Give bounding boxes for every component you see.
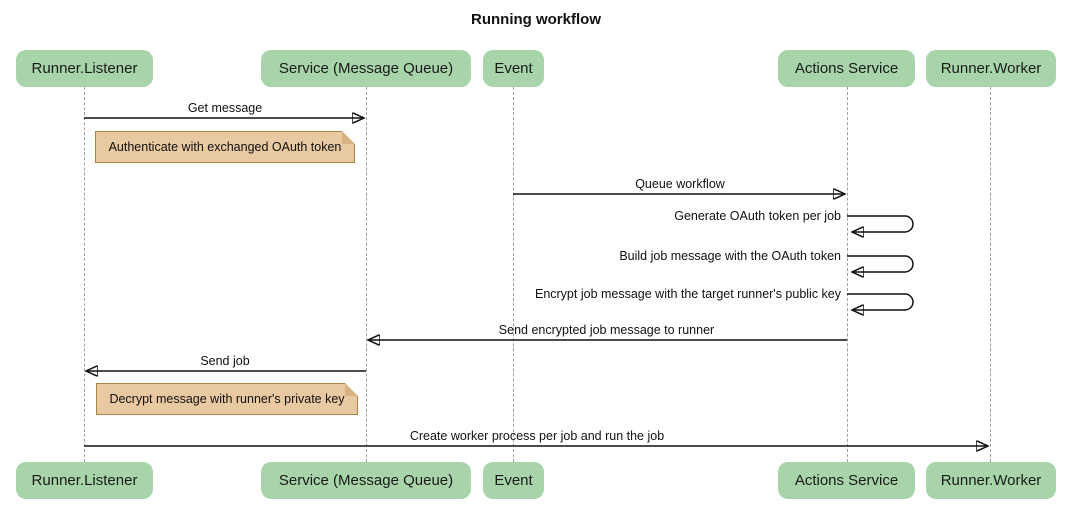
- message-label-generate-oauth-token: Generate OAuth token per job: [674, 209, 841, 223]
- message-label-send-job: Send job: [200, 354, 250, 368]
- note-decrypt-message: Decrypt message with runner's private ke…: [96, 383, 358, 415]
- actor-service-message-queue-top: Service (Message Queue): [261, 50, 471, 87]
- message-label-encrypt-job-message: Encrypt job message with the target runn…: [534, 287, 841, 301]
- message-label-create-worker-process: Create worker process per job and run th…: [409, 429, 665, 443]
- arrow-encrypt-job-message-self-loop: [847, 293, 914, 310]
- message-label-build-job-message: Build job message with the OAuth token: [619, 249, 841, 263]
- diagram-title: Running workflow: [471, 11, 601, 28]
- lifeline-runner-worker: [990, 87, 991, 462]
- note-decrypt-message-text: Decrypt message with runner's private ke…: [109, 392, 345, 406]
- arrow-build-job-message-self-loop: [847, 255, 914, 272]
- actor-runner-worker-top: Runner.Worker: [926, 50, 1056, 87]
- arrow-generate-oauth-token-self-loop: [847, 215, 914, 232]
- actor-event-bottom: Event: [483, 462, 544, 499]
- message-label-get-message: Get message: [187, 101, 263, 115]
- actor-actions-service-bottom: Actions Service: [778, 462, 915, 499]
- note-fold-corner-icon: [345, 383, 358, 396]
- note-fold-corner-icon: [342, 131, 355, 144]
- lifeline-actions-service: [847, 87, 848, 462]
- message-label-send-encrypted-job: Send encrypted job message to runner: [498, 323, 715, 337]
- lifeline-runner-listener: [84, 87, 85, 462]
- lifeline-service-message-queue: [366, 87, 367, 462]
- message-label-queue-workflow: Queue workflow: [635, 177, 725, 191]
- note-authenticate-oauth-text: Authenticate with exchanged OAuth token: [108, 140, 342, 154]
- actor-runner-listener-bottom: Runner.Listener: [16, 462, 153, 499]
- actor-runner-worker-bottom: Runner.Worker: [926, 462, 1056, 499]
- actor-event-top: Event: [483, 50, 544, 87]
- actor-runner-listener-top: Runner.Listener: [16, 50, 153, 87]
- lifeline-event: [513, 87, 514, 462]
- actor-actions-service-top: Actions Service: [778, 50, 915, 87]
- note-authenticate-oauth: Authenticate with exchanged OAuth token: [95, 131, 355, 163]
- actor-service-message-queue-bottom: Service (Message Queue): [261, 462, 471, 499]
